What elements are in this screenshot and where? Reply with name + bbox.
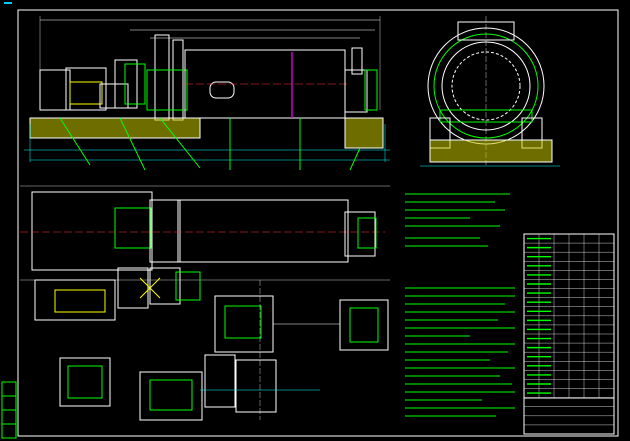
sheet-border — [17, 9, 619, 437]
front-elevation-view — [24, 16, 390, 171]
drawing-number-stamp — [4, 2, 12, 4]
foundation-plan-view — [59, 280, 389, 421]
notes-text-block — [405, 193, 515, 417]
plan-view — [20, 185, 390, 321]
side-section-view — [420, 16, 560, 167]
title-block — [523, 233, 615, 435]
